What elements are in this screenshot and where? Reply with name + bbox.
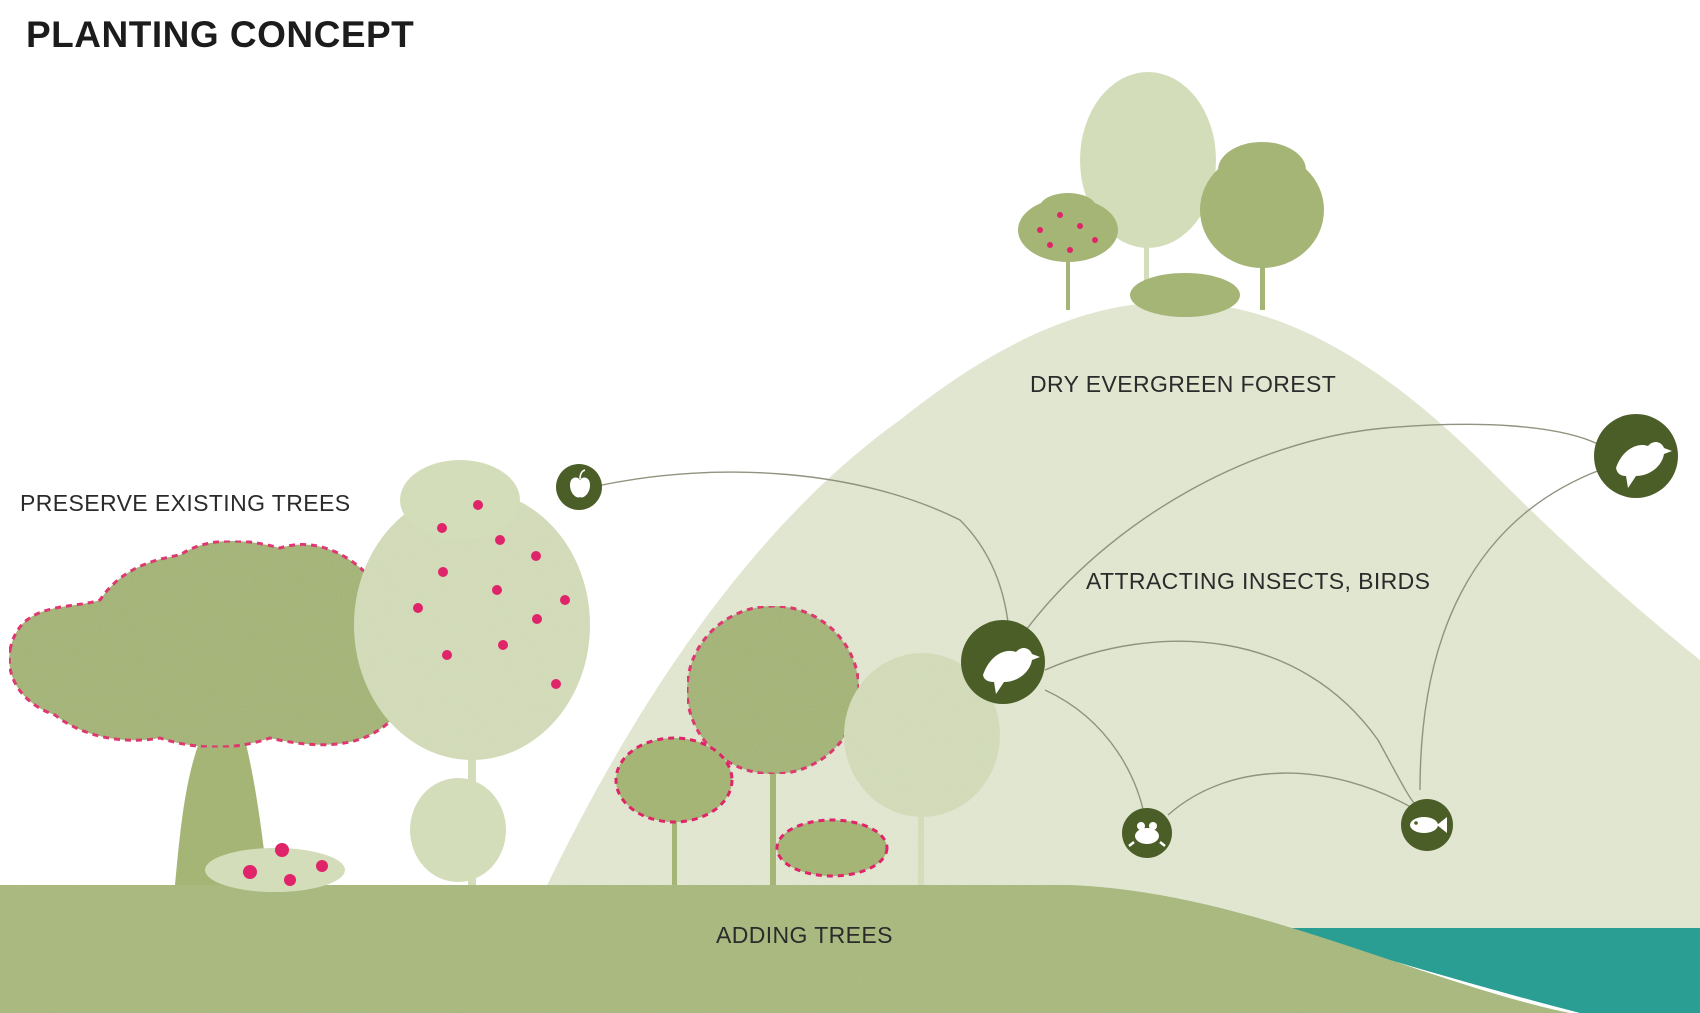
preserved-tree [7,539,416,885]
apple-icon [556,464,602,510]
hill [540,301,1700,940]
adding-trees-label: ADDING TREES [716,922,893,948]
page-title: PLANTING CONCEPT [26,14,415,55]
blossom-tree [354,460,590,885]
water [1280,928,1700,1013]
connector-lines [596,423,1601,826]
added-trees [205,604,1000,892]
frog-icon [1122,808,1172,858]
fish-icon [1401,799,1453,851]
bird-icon [1594,414,1678,498]
dry-evergreen-forest-label: DRY EVERGREEN FOREST [1030,371,1337,397]
hilltop-trees [1018,72,1324,317]
ground [0,885,1570,1013]
preserve-existing-trees-label: PRESERVE EXISTING TREES [20,490,351,516]
bird-icon [961,620,1045,704]
attracting-insects-birds-label: ATTRACTING INSECTS, BIRDS [1086,568,1431,594]
